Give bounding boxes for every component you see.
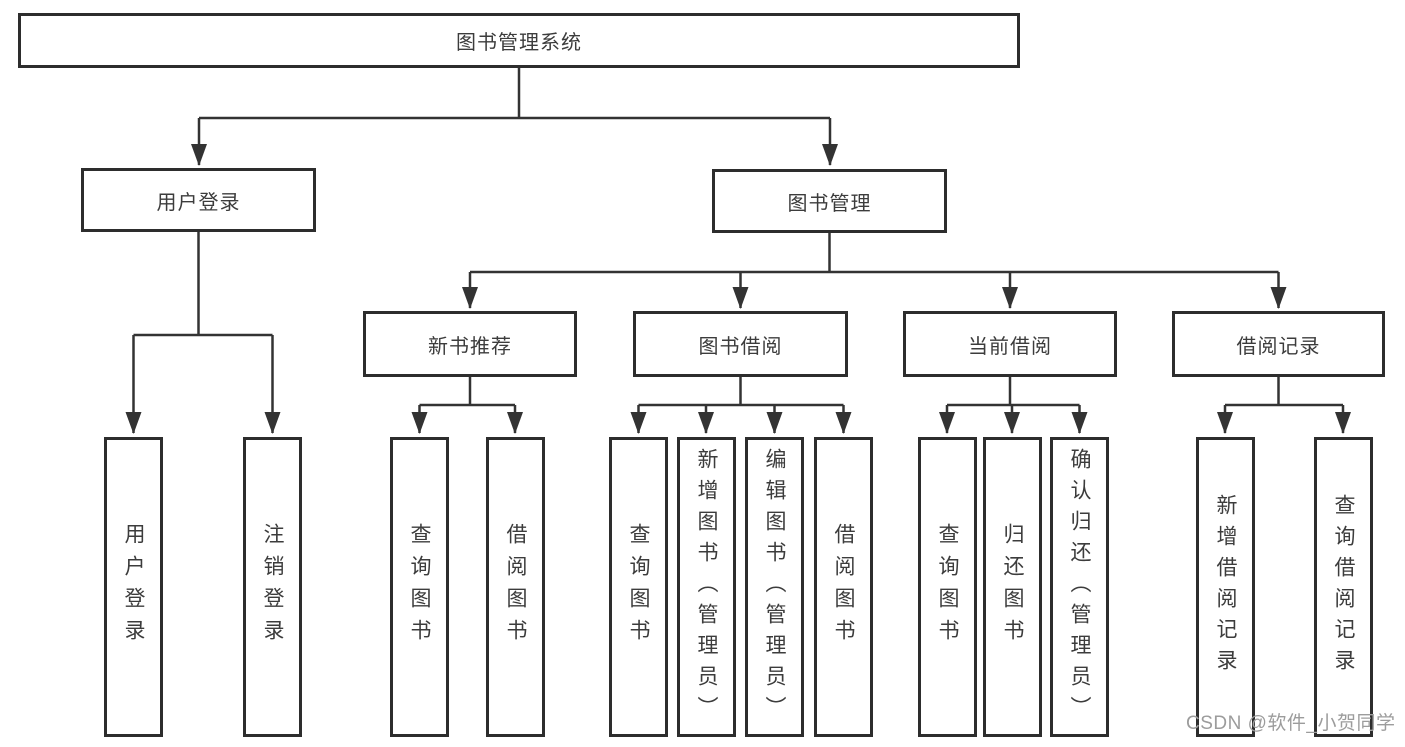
leaf-borrow-books: 借阅图书 [814,437,873,737]
node-borrow-record: 借阅记录 [1172,311,1385,377]
node-book-borrow: 图书借阅 [633,311,848,377]
node-book-management: 图书管理 [712,169,947,233]
leaf-query-books-borrow: 查询图书 [609,437,668,737]
leaf-query-books-recommend: 查询图书 [390,437,449,737]
leaf-confirm-return-admin: 确认归还（管理员） [1050,437,1109,737]
leaf-query-borrow-record: 查询借阅记录 [1314,437,1373,737]
leaf-return-books: 归还图书 [983,437,1042,737]
leaf-edit-books-admin: 编辑图书（管理员） [745,437,804,737]
leaf-add-books-admin: 新增图书（管理员） [677,437,736,737]
node-root: 图书管理系统 [18,13,1020,68]
leaf-borrow-books-recommend: 借阅图书 [486,437,545,737]
leaf-add-borrow-record: 新增借阅记录 [1196,437,1255,737]
node-user-login: 用户登录 [81,168,316,232]
leaf-query-books-current: 查询图书 [918,437,977,737]
leaf-user-login: 用户登录 [104,437,163,737]
node-current-borrow: 当前借阅 [903,311,1117,377]
csdn-watermark: CSDN @软件_小贺同学 [1186,713,1396,734]
node-new-book-recommend: 新书推荐 [363,311,577,377]
leaf-logout: 注销登录 [243,437,302,737]
